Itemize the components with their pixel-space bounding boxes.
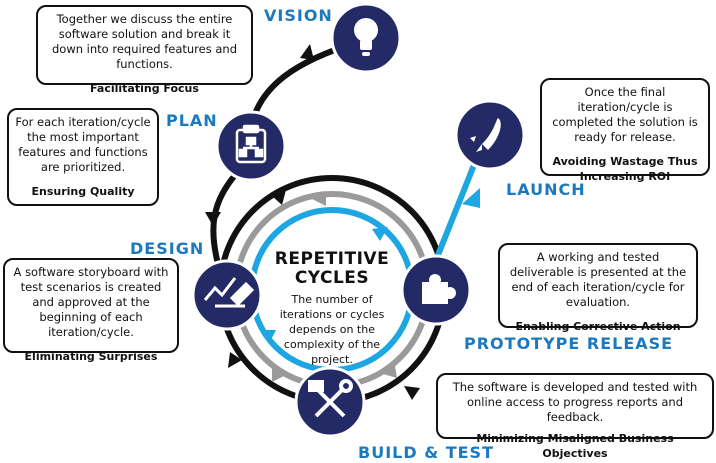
arrow-gray-1	[312, 192, 326, 206]
plan-circle	[215, 110, 287, 182]
build-test-description: The software is developed and tested wit…	[452, 380, 698, 424]
phase-label-launch: LAUNCH	[506, 180, 586, 199]
ruler-pencil-icon	[203, 277, 255, 308]
phase-label-build-test: BUILD & TEST	[358, 443, 494, 462]
arrow-gray-3	[383, 366, 397, 378]
design-circle	[191, 259, 263, 331]
prototype-to-launch-path	[427, 148, 483, 277]
arrow-outer-3	[272, 190, 286, 205]
vision-description: Together we discuss the entire software …	[51, 12, 237, 71]
lightbulb-icon	[354, 18, 378, 56]
arrow-outer-5	[404, 386, 420, 400]
build-test-box: The software is developed and tested wit…	[436, 373, 714, 460]
center-title-line1: REPETITIVE	[274, 249, 390, 269]
design-benefit: Eliminating Surprises	[24, 350, 158, 363]
launch-box: Once the final iteration/cycle is comple…	[540, 78, 710, 183]
build-test-circle	[294, 366, 366, 438]
center-description: The number of iterations or cycles depen…	[279, 293, 385, 366]
arrow-gray-2	[272, 369, 286, 382]
prototype-release-description: A working and tested deliverable is pres…	[509, 250, 687, 309]
arrow-cyan-1	[372, 227, 388, 241]
launch-description: Once the final iteration/cycle is comple…	[552, 85, 698, 144]
puzzle-piece-icon	[422, 274, 456, 304]
phase-label-prototype-release: PROTOTYPE RELEASE	[464, 334, 674, 353]
vision-benefit: Facilitating Focus	[90, 82, 199, 95]
arrow-outer-1	[300, 44, 314, 60]
phase-label-vision: VISION	[264, 6, 333, 25]
arrow-cyan-launch	[462, 188, 480, 208]
plan-box: For each iteration/cycle the most import…	[7, 108, 159, 206]
arrow-outer-4	[228, 352, 242, 368]
vision-circle	[330, 2, 402, 74]
center-title-line2: CYCLES	[294, 268, 370, 288]
phase-label-plan: PLAN	[166, 111, 218, 130]
arrow-cyan-2	[262, 330, 276, 344]
design-box: A software storyboard with test scenario…	[3, 258, 179, 363]
clipboard-hierarchy-icon	[235, 124, 267, 164]
plan-benefit: Ensuring Quality	[31, 185, 135, 198]
center-title: REPETITIVE CYCLES	[272, 250, 392, 288]
launch-benefit: Avoiding Wastage Thus Increasing ROI	[552, 155, 698, 183]
plan-description: For each iteration/cycle the most import…	[15, 115, 151, 174]
hammer-wrench-icon	[308, 379, 353, 418]
prototype-release-circle	[400, 254, 472, 326]
design-description: A software storyboard with test scenario…	[13, 265, 169, 339]
prototype-release-benefit: Enabling Corrective Action	[515, 320, 681, 333]
vision-box: Together we discuss the entire software …	[36, 5, 253, 95]
build-test-benefit: Minimizing Misaligned Business Objective…	[476, 432, 674, 460]
launch-circle	[454, 99, 526, 171]
prototype-release-box: A working and tested deliverable is pres…	[498, 243, 698, 333]
phase-label-design: DESIGN	[130, 239, 205, 258]
arrow-outer-2	[205, 212, 221, 226]
rocket-icon	[470, 118, 501, 152]
